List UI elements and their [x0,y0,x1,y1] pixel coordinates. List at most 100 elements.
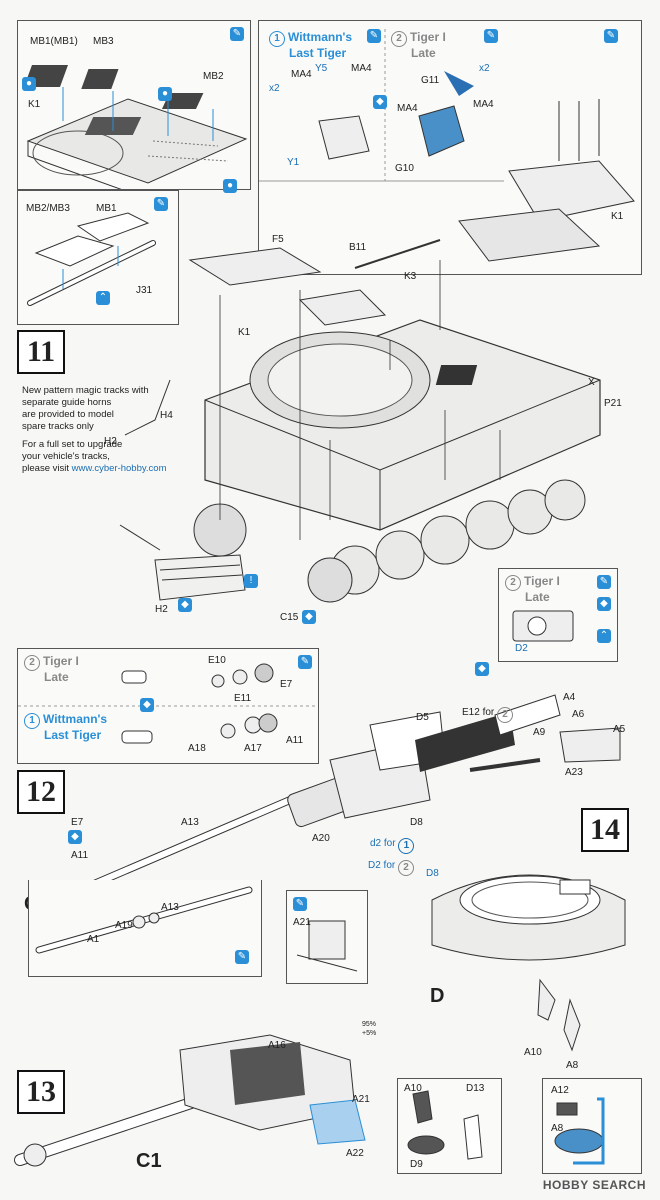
label-e12-for: E12 for 2 [462,707,516,723]
variant-1-number: 1 [269,31,285,47]
a10-d13-drawing [407,1090,483,1160]
label-d8-b: D8 [426,868,439,879]
label-a21-b: A21 [352,1094,370,1105]
paint-brush-icon-4: ✎ [484,29,498,43]
label-d: D [430,985,445,1007]
turret-ring-drawing [431,874,626,961]
label-a18: A18 [188,743,206,754]
cement-icon: ⌃ [96,291,110,305]
paint-brush-icon-7: ✎ [298,655,312,669]
mb-plates-drawing [27,212,156,306]
cement-icon-2: ⌃ [597,629,611,643]
step-number-13: 13 [17,1070,65,1114]
label-g10: G10 [395,163,414,174]
option-switch-icon-5: ◆ [140,698,154,712]
label-a4: A4 [563,692,576,703]
label-k3: K3 [404,271,417,282]
glue-drop-icon-3: ● [223,179,237,193]
note-line-1: New pattern magic tracks with [22,385,149,396]
deck-variants-drawing [259,29,635,262]
label-d13: D13 [466,1083,485,1094]
road-wheels [330,479,586,595]
variant-1-name-a: Wittmann's [288,30,353,44]
label-c1-b: C1 [136,1150,162,1172]
label-d2: D2 [515,643,528,654]
detail-panel-a12-a8: A12 A8 [542,1078,642,1174]
note-line-2: separate guide horns [22,397,112,408]
label-y5: Y5 [315,63,328,74]
label-a9: A9 [533,727,546,738]
label-e11: E11 [234,693,252,704]
label-g11: G11 [421,75,440,86]
label-f5: F5 [272,234,284,245]
label-a11-a: A11 [286,735,304,746]
paint-brush-icon-9: ✎ [293,897,307,911]
label-k1-b: K1 [611,211,624,222]
barrel-drawing [35,886,253,954]
note-line-4: spare tracks only [22,421,94,432]
label-a10-b: A10 [404,1083,422,1094]
gun-breech-assembly-drawing [14,1034,366,1167]
label-e7-a: E7 [280,679,293,690]
note-line-5: For a full set to upgrade [22,439,123,450]
paint-brush-icon-8: ✎ [235,950,249,964]
option-switch-icon: ◆ [373,95,387,109]
paint-brush-icon-3: ✎ [367,29,381,43]
label-a19: A19 [115,920,133,931]
paint-brush-icon-2: ✎ [154,197,168,211]
d2-part-drawing [512,610,574,642]
label-x: X [588,377,595,388]
label-d2-for-2: D2 for 2 [368,860,417,876]
breech-drawing [296,920,358,972]
label-ma4-a: MA4 [291,69,312,80]
muzzle-variants-drawing [18,663,318,744]
step-number-14: 14 [581,808,629,852]
cyber-hobby-link[interactable]: www.cyber-hobby.com [71,463,167,474]
detail-panel-barrel: A13 A19 A1 ✎ [28,880,262,977]
hinge-parts-drawing [537,978,581,1052]
label-mb2: MB2 [203,71,224,82]
label-e7-b: E7 [71,817,84,828]
spare-track-note: New pattern magic tracks with separate g… [22,385,192,475]
label-ma4-b: MA4 [351,63,372,74]
option-switch-icon-4: ◆ [597,597,611,611]
label-a1: A1 [87,934,100,945]
label-p21: P21 [604,398,622,409]
label-pct-2: +5% [362,1030,377,1037]
a12-a8-drawing [554,1097,605,1165]
detail-panel-breech: A21 ✎ [286,890,368,984]
label-mb3: MB3 [93,36,114,47]
warning-icon: ! [244,574,258,588]
label-h2-a: H2 [104,436,117,447]
label-a8-b: A8 [551,1123,564,1134]
paint-brush-icon: ✎ [230,27,244,41]
gun-mantlet-drawing [76,694,621,894]
label-a21-a: A21 [293,917,311,928]
note-line-6: your vehicle's tracks, [22,451,110,462]
label-a6: A6 [572,709,585,720]
label-ma4-c: MA4 [397,103,418,114]
label-mb1: MB1 [96,203,117,214]
label-d5: D5 [416,712,429,723]
label-d2-for-1: d2 for 1 [370,838,417,854]
label-mb2mb3: MB2/MB3 [26,203,70,214]
paint-brush-icon-5: ✎ [604,29,618,43]
watermark-hobby-search: HOBBY SEARCH [542,1178,646,1192]
label-k1-a: K1 [28,99,41,110]
label-ma4-d: MA4 [473,99,494,110]
label-h2-b: H2 [155,604,168,615]
detail-panel-a10-d13: A10 D13 D9 [397,1078,502,1174]
option-switch-icon-3: ◆ [302,610,316,624]
label-a11-b: A11 [71,850,89,861]
label-b11: B11 [349,242,367,253]
label-a22: A22 [346,1148,364,1159]
hull-assembly-drawing [119,239,601,603]
label-pct-1: 95% [362,1021,377,1028]
step-number-12: 12 [17,770,65,814]
